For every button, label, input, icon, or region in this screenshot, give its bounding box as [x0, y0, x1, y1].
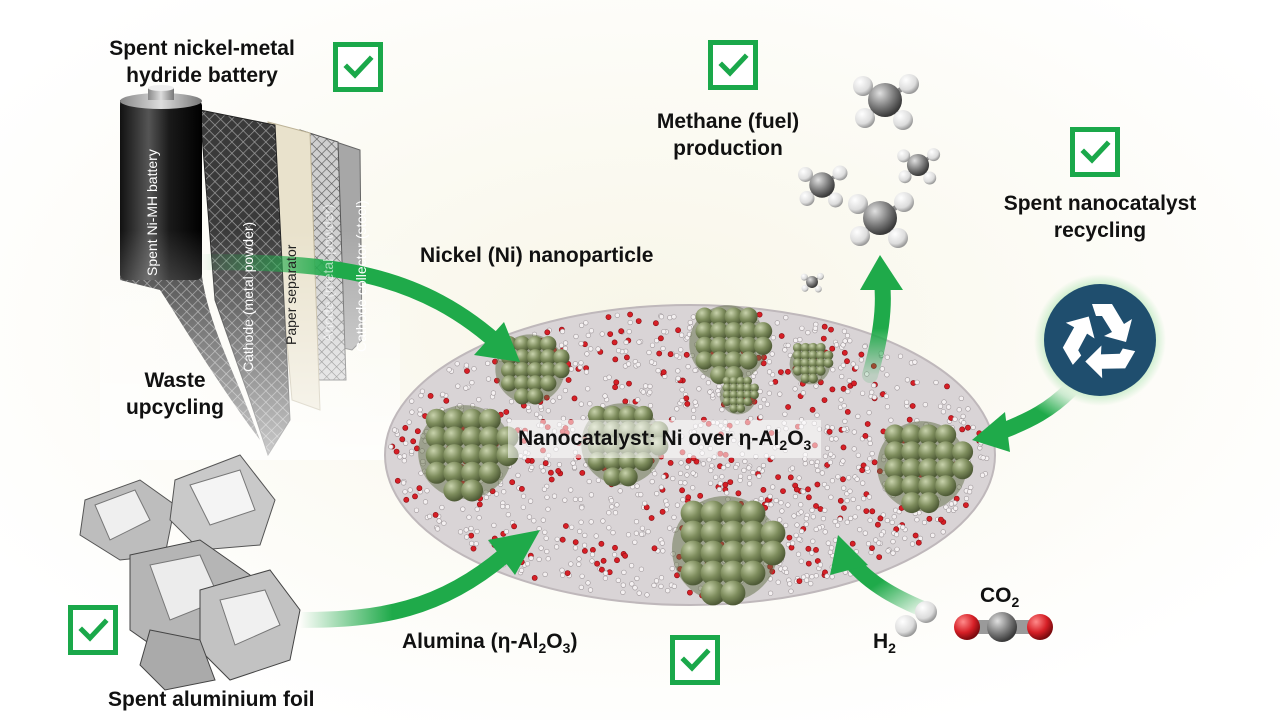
alumina-mid: O — [546, 630, 563, 653]
battery-layer-collector: Cathode collector (steel) — [353, 200, 369, 352]
label-recycling-line1: Spent nanocatalyst — [1003, 192, 1197, 215]
nano-sub1: 2 — [779, 437, 788, 454]
methane-molecule — [848, 192, 914, 248]
label-battery-line2: hydride battery — [126, 64, 278, 87]
battery-layer-cathode-powder: Cathode (metal powder) — [240, 221, 256, 372]
label-recycling-line2: recycling — [1053, 219, 1147, 242]
check-icon — [670, 635, 720, 685]
nickel-cluster — [671, 495, 786, 606]
nickel-cluster — [689, 305, 773, 385]
label-battery: Spent nickel-metal hydride battery — [82, 35, 322, 89]
label-waste: Waste upcycling — [115, 367, 235, 421]
alumina-sub2: 3 — [562, 640, 571, 657]
recycle-icon — [1034, 274, 1166, 406]
check-icon — [333, 42, 383, 92]
battery-layer-battery: Spent Ni-MH battery — [144, 149, 160, 276]
nano-prefix: Nanocatalyst: Ni over η-Al — [518, 427, 780, 450]
label-recycling: Spent nanocatalyst recycling — [975, 190, 1225, 244]
check-icon — [1070, 127, 1120, 177]
alumina-suffix: ) — [570, 630, 578, 653]
label-methane-line1: Methane (fuel) — [656, 110, 800, 133]
label-alumina: Alumina (η-Al2O3) — [402, 628, 577, 662]
battery-layer-anode-powder: Anode (metal powder) — [320, 204, 336, 342]
nickel-cluster — [877, 421, 974, 514]
methane-molecule — [798, 165, 848, 208]
label-waste-line2: upcycling — [125, 396, 225, 419]
co2-sub: 2 — [1011, 594, 1020, 611]
label-methane-line2: production — [673, 137, 783, 160]
methane-molecule — [897, 148, 941, 185]
arrow-methane — [862, 274, 891, 383]
co2-molecule — [954, 612, 1053, 642]
battery-layer-separator: Paper separator — [283, 244, 299, 345]
label-foil: Spent aluminium foil — [108, 688, 315, 711]
arrow-nickel — [192, 254, 513, 358]
check-icon — [708, 40, 758, 90]
label-nickel: Nickel (Ni) nanoparticle — [420, 244, 654, 267]
nickel-cluster — [789, 342, 834, 385]
label-methane: Methane (fuel) production — [628, 108, 828, 162]
methane-molecule — [853, 74, 919, 130]
alumina-prefix: Alumina (η-Al — [402, 630, 539, 653]
h2-main: H — [873, 630, 889, 653]
methane-molecules — [798, 74, 941, 293]
nickel-cluster — [719, 376, 759, 415]
label-co2: CO2 — [980, 582, 1019, 616]
aluminium-foil — [79, 454, 301, 691]
h2-sub: 2 — [888, 640, 896, 657]
label-h2: H2 — [873, 628, 896, 662]
label-battery-line1: Spent nickel-metal — [109, 37, 295, 60]
nano-mid: O — [787, 427, 804, 450]
nano-sub2: 3 — [803, 437, 812, 454]
h2-molecule — [895, 601, 937, 637]
nickel-cluster — [418, 405, 519, 502]
alumina-sub1: 2 — [538, 640, 547, 657]
label-nanocatalyst: Nanocatalyst: Ni over η-Al2O3 — [508, 420, 822, 458]
check-icon — [68, 605, 118, 655]
co2-main: CO — [980, 584, 1012, 607]
methane-molecule — [800, 272, 824, 293]
label-waste-line1: Waste — [144, 369, 206, 392]
arrow-alumina — [292, 547, 513, 628]
